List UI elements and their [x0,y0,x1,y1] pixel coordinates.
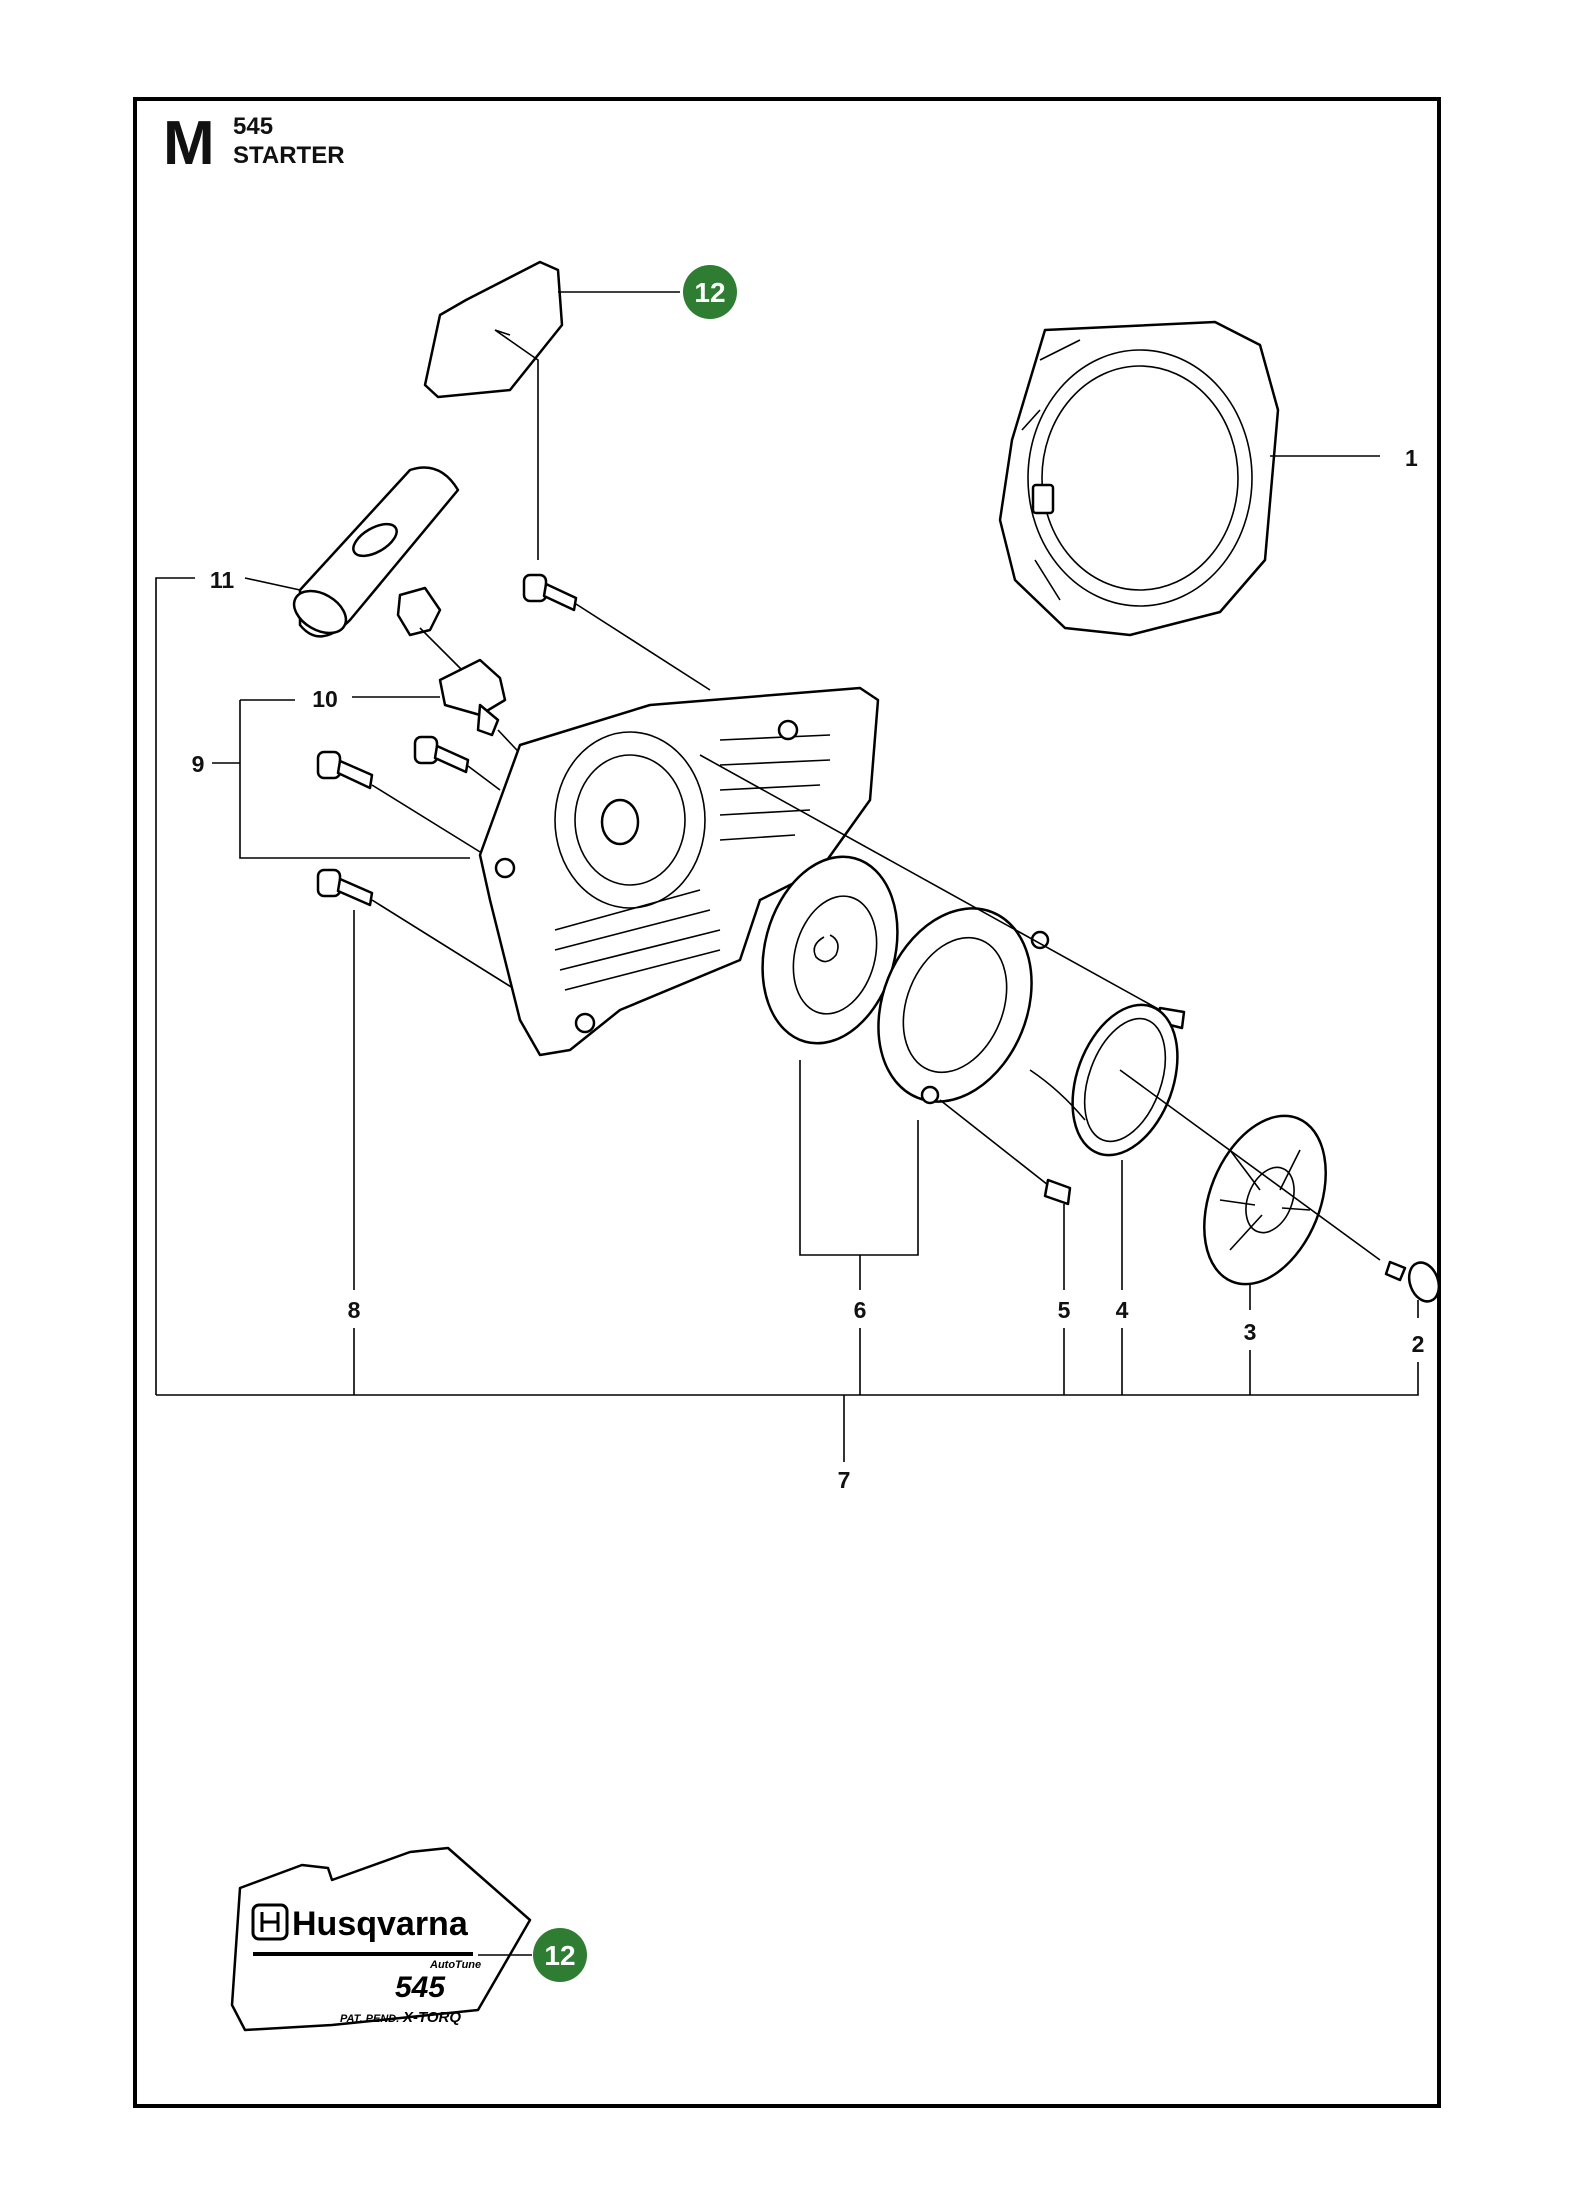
callout-9: 9 [192,751,205,777]
callout-10: 10 [312,686,338,712]
decal-autotune-text: AutoTune [429,1959,481,1971]
part-4-rope-drawing [1029,1003,1179,1157]
callout-1: 1 [1405,445,1418,471]
part-12-badge-bottom [533,1928,587,1982]
pulley-housing-drawing [877,907,1050,1105]
callout-4: 4 [1116,1297,1129,1323]
section-letter: M [163,109,215,178]
callout-8: 8 [348,1297,361,1323]
part-12-badge-top [683,265,737,319]
husqvarna-logo-icon [251,1903,289,1941]
part-10-grommet-drawing [438,658,507,737]
callout-6: 6 [854,1297,867,1323]
decal-model-text: 545 [395,1971,446,2004]
callout-5: 5 [1058,1297,1071,1323]
decal-pat-text: PAT. PEND. [340,2013,399,2025]
callout-7: 7 [838,1467,851,1493]
decal-detail: Husqvarna AutoTune 545 PAT. PEND. X-TORQ [230,1846,532,2032]
decal-brand-text: Husqvarna [292,1905,469,1943]
callout-leaders [155,577,1419,1462]
screw-mid-left-drawing [316,750,374,790]
part-11-handle-drawing [292,466,460,638]
callout-2: 2 [1412,1331,1425,1357]
callout-11: 11 [210,567,235,593]
screw-top-drawing [522,573,578,612]
part-12-badge-top-label: 12 [694,277,725,308]
part-1-cover-drawing [998,320,1280,637]
decal-xtorq-text: X-TORQ [402,2009,461,2026]
screw-part-8-drawing [316,868,374,907]
screw-part-5-drawing [1043,1178,1072,1206]
part-3-pulley-drawing [1203,1114,1327,1286]
starter-housing-drawing [478,686,880,1057]
callout-3: 3 [1244,1319,1257,1345]
part-12-badge-bottom-label: 12 [544,1940,575,1971]
model-number: 545 [233,113,274,140]
page-frame [133,97,1441,2108]
section-title: STARTER [233,142,345,169]
screw-mid-drawing [413,735,470,774]
part-2-screw-drawing [1384,1260,1441,1303]
part-12-decal-drawing [423,260,564,399]
